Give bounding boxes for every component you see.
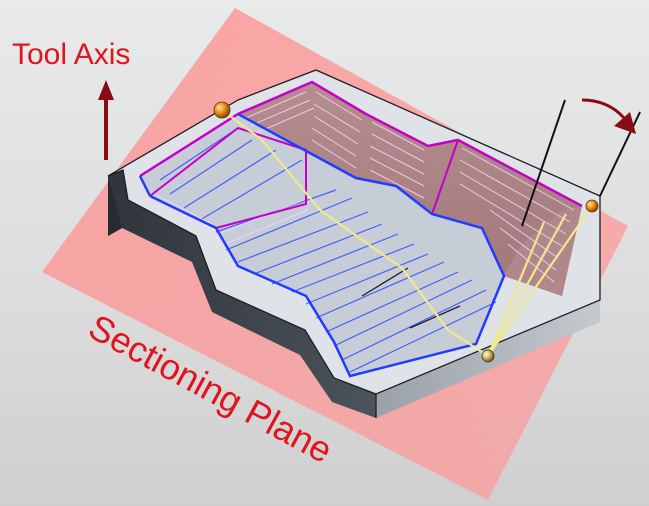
sphere-handle-icon[interactable] bbox=[585, 199, 599, 213]
wall-toolpath-lines bbox=[137, 91, 575, 283]
inner-boundary-path-upper bbox=[138, 175, 152, 197]
floor-toolpath-lines bbox=[159, 131, 497, 373]
part-edges bbox=[107, 69, 601, 418]
arrow-up-icon bbox=[98, 80, 114, 160]
tool-axis-label: Tool Axis bbox=[12, 38, 130, 71]
curved-arrow-icon[interactable] bbox=[521, 98, 641, 227]
sphere-handle-icon[interactable] bbox=[481, 349, 495, 363]
pocket-floor bbox=[140, 114, 504, 376]
part-front-face bbox=[108, 170, 376, 418]
sphere-handle-icon[interactable] bbox=[213, 101, 231, 119]
plane-boundary-lines bbox=[221, 109, 593, 357]
outer-boundary-wall-step bbox=[431, 139, 459, 215]
part-front-lower-face bbox=[108, 176, 122, 236]
inner-boundary-path bbox=[149, 112, 506, 378]
